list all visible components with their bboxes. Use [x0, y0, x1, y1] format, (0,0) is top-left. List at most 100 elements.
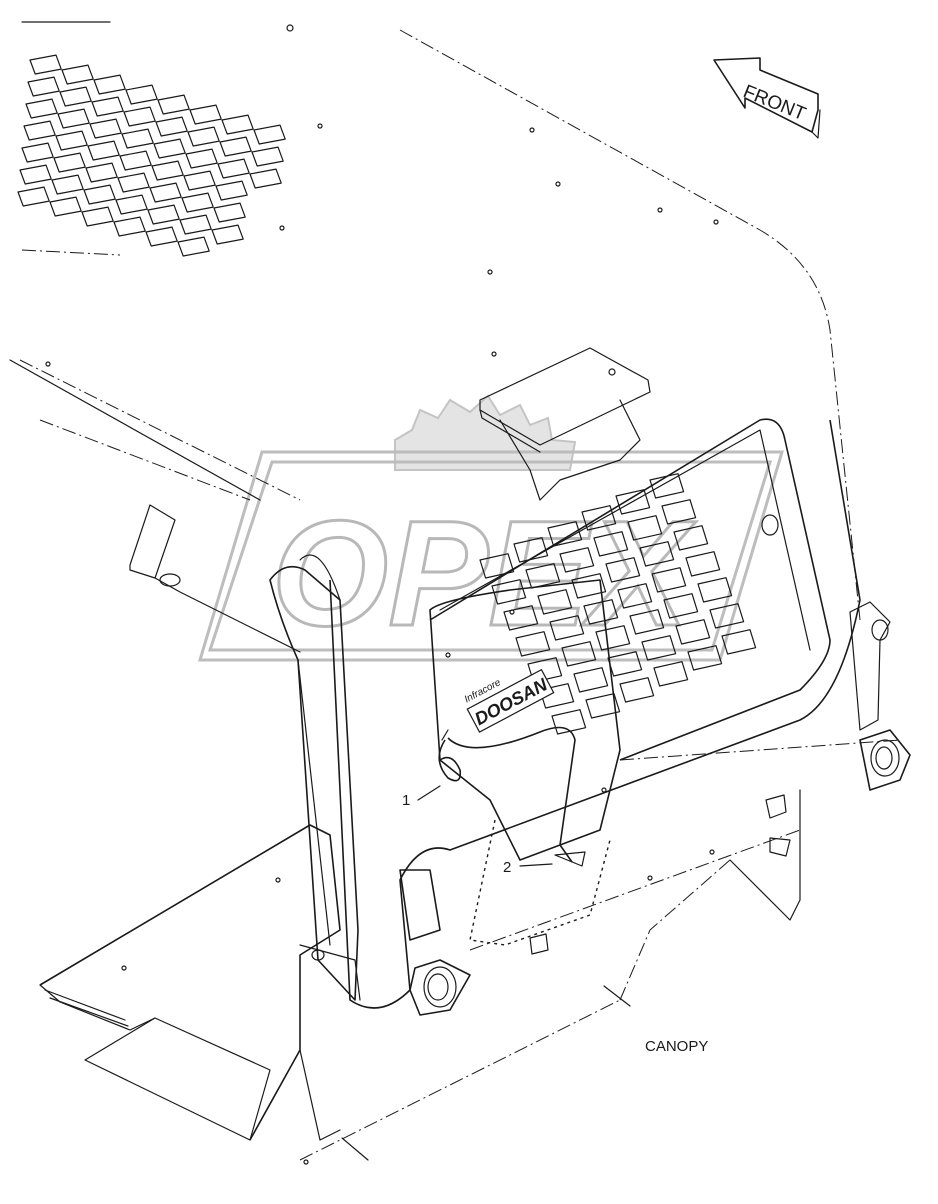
grid-hole [27, 76, 60, 97]
grid-hole [515, 631, 551, 657]
grid-hole [539, 683, 575, 709]
grid-hole [585, 693, 621, 719]
grid-hole [121, 128, 154, 149]
grid-hole [85, 162, 118, 183]
grid-hole [55, 130, 88, 151]
grid-hole [653, 661, 689, 687]
grid-hole [217, 158, 250, 179]
grid-hole [61, 64, 94, 85]
grid-hole [673, 525, 709, 551]
grid-hole [627, 515, 663, 541]
grid-hole [187, 126, 220, 147]
grid-hole [179, 214, 212, 235]
doosan-decal: DOOSAN Infracore [463, 668, 555, 733]
grid-hole [125, 84, 158, 105]
top-bracket [479, 347, 651, 501]
grid-hole [685, 551, 721, 577]
grid-hole [89, 118, 122, 139]
grid-hole [189, 104, 222, 125]
grid-hole [213, 202, 246, 223]
opex-watermark: OPEX [197, 394, 785, 662]
grid-hole [675, 619, 711, 645]
grid-hole [649, 473, 685, 499]
front-frame [299, 419, 911, 1016]
floor-plate [39, 824, 731, 1165]
grid-hole [29, 54, 62, 75]
grid-hole [115, 194, 148, 215]
grid-hole [81, 206, 114, 227]
grid-hole [19, 164, 52, 185]
grid-hole [639, 541, 675, 567]
grid-hole [219, 136, 252, 157]
grid-hole [221, 114, 254, 135]
grid-hole [93, 74, 126, 95]
grid-hole [153, 138, 186, 159]
grid-hole [581, 505, 617, 531]
grid-hole [215, 180, 248, 201]
grid-hole [49, 196, 82, 217]
grid-hole [661, 499, 697, 525]
grid-hole [147, 204, 180, 225]
roof-grid [17, 54, 286, 257]
callout-2: 2 [503, 859, 511, 876]
callout-1: 1 [402, 792, 410, 809]
grid-hole [721, 629, 757, 655]
grid-hole [573, 667, 609, 693]
grid-hole [605, 557, 641, 583]
grid-hole [83, 184, 116, 205]
grid-hole [607, 651, 643, 677]
grid-hole [561, 641, 597, 667]
cable-part [447, 726, 586, 867]
grid-hole [113, 216, 146, 237]
grid-hole [619, 677, 655, 703]
grid-hole [59, 86, 92, 107]
grid-hole [491, 579, 527, 605]
grid-hole [117, 172, 150, 193]
grid-hole [615, 489, 651, 515]
grid-hole [51, 174, 84, 195]
grid-hole [251, 146, 284, 167]
grid-hole [157, 94, 190, 115]
grid-hole [547, 521, 583, 547]
grid-hole [181, 192, 214, 213]
grid-hole [249, 168, 282, 189]
grid-hole [123, 106, 156, 127]
grid-hole [21, 142, 54, 163]
grid-hole [641, 635, 677, 661]
grid-hole [479, 553, 515, 579]
grid-hole [23, 120, 56, 141]
grid-hole [17, 186, 50, 207]
grid-hole [617, 583, 653, 609]
grid-hole [211, 224, 244, 245]
grid-hole [537, 589, 573, 615]
grid-hole [663, 593, 699, 619]
grid-hole [629, 609, 665, 635]
grid-hole [53, 152, 86, 173]
grid-hole [155, 116, 188, 137]
grid-hole [87, 140, 120, 161]
grid-hole [513, 537, 549, 563]
front-direction-arrow: FRONT [713, 57, 821, 139]
front-label: FRONT [740, 81, 809, 125]
grid-hole [651, 567, 687, 593]
grid-hole [185, 148, 218, 169]
grid-hole [119, 150, 152, 171]
grid-hole [549, 615, 585, 641]
grid-hole [177, 236, 210, 257]
grid-hole [57, 108, 90, 129]
grid-hole [687, 645, 723, 671]
grid-hole [503, 605, 539, 631]
grid-hole [709, 603, 745, 629]
grid-hole [571, 573, 607, 599]
grid-hole [91, 96, 124, 117]
grid-hole [559, 547, 595, 573]
grid-hole [525, 563, 561, 589]
hook-part [417, 729, 462, 801]
grid-hole [145, 226, 178, 247]
grid-hole [151, 160, 184, 181]
grid-hole [183, 170, 216, 191]
grid-hole [595, 625, 631, 651]
grid-hole [253, 124, 286, 145]
